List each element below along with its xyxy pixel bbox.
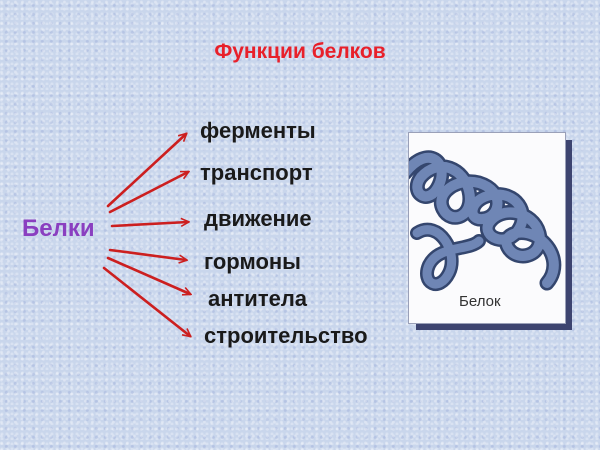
arrow-enzymes — [106, 134, 186, 208]
function-antibodies: антитела — [208, 286, 308, 311]
function-construction: строительство — [204, 323, 368, 348]
function-hormones: гормоны — [204, 249, 301, 274]
arrow-movement — [110, 222, 188, 228]
slide-title: Функции белков — [214, 40, 386, 63]
arrow-construction — [102, 266, 190, 336]
function-movement: движение — [204, 206, 312, 231]
protein-illustration — [409, 150, 562, 291]
function-enzymes: ферменты — [200, 118, 316, 143]
protein-caption: Белок — [459, 293, 501, 310]
function-transport: транспорт — [200, 160, 313, 185]
arrow-antibodies — [106, 256, 190, 294]
protein-image-card: Белок — [408, 132, 566, 324]
arrow-transport — [108, 170, 188, 214]
proteins-label: Белки — [22, 215, 95, 242]
arrow-hormones — [108, 248, 186, 260]
